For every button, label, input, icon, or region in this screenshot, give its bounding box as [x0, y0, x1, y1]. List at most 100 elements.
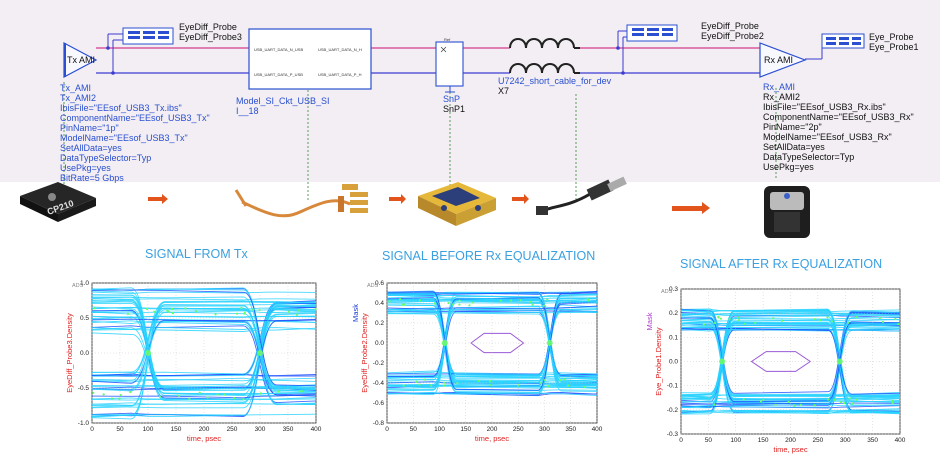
x-tick-label: 400 — [311, 426, 322, 433]
density-dot — [300, 390, 303, 393]
x-axis-label: time, psec — [773, 445, 807, 454]
tx-param: ComponentName="EEsof_USB3_Tx" — [60, 113, 210, 123]
x-tick-label: 200 — [487, 426, 498, 433]
density-dot — [509, 299, 513, 302]
density-dot — [897, 322, 900, 326]
rx-probe-name: EyeDiff_Probe — [701, 21, 759, 31]
chart-title: SIGNAL AFTER Rx EQUALIZATION — [680, 257, 882, 271]
density-dot — [119, 393, 122, 397]
eye-trace — [680, 324, 901, 327]
eye-trace — [91, 320, 317, 393]
eye-trace — [680, 399, 901, 403]
density-dot — [499, 299, 503, 302]
eye-trace — [386, 291, 598, 378]
eye-trace — [386, 291, 598, 391]
density-dot — [833, 398, 836, 401]
density-dot — [468, 304, 471, 307]
eye-probe-block[interactable] — [821, 33, 865, 49]
density-dot — [171, 307, 174, 311]
arrow-2 — [389, 194, 406, 204]
eye-trace — [680, 326, 901, 413]
density-dot — [145, 307, 149, 310]
cable-name: U7242_short_cable_for_dev — [498, 76, 612, 86]
rx-ami-buffer[interactable]: Rx AMI — [759, 42, 807, 78]
density-dot — [839, 400, 843, 404]
density-dot — [447, 301, 450, 305]
density-dot — [277, 390, 280, 393]
density-dot — [258, 308, 261, 312]
snp-block[interactable]: Ref — [435, 37, 464, 93]
eye-trace — [91, 290, 317, 401]
y-tick-label: -0.2 — [667, 407, 679, 414]
tx-param: BitRate=5 Gbps — [60, 173, 124, 183]
density-dot — [216, 393, 219, 396]
density-dot — [787, 400, 790, 403]
density-dot — [563, 378, 566, 381]
x-tick-label: 350 — [565, 426, 576, 433]
density-dot — [890, 399, 894, 403]
usb-cable-image — [536, 176, 627, 215]
density-dot — [851, 402, 854, 405]
density-dot — [567, 384, 570, 387]
ads-corner-label: ADS — [72, 283, 84, 289]
tx-param: UsePkg=yes — [60, 163, 111, 173]
density-dot — [878, 316, 881, 320]
density-dot — [894, 317, 897, 321]
eye-trace — [680, 326, 901, 406]
y-tick-label: -0.6 — [373, 400, 385, 407]
density-dot — [102, 393, 105, 396]
eye-trace — [386, 291, 598, 296]
rx-eyediff-probe[interactable] — [626, 24, 678, 42]
density-dot — [719, 317, 723, 320]
density-dot — [583, 385, 587, 389]
x-tick-label: 250 — [812, 437, 823, 444]
eye-mask — [470, 332, 525, 354]
y-tick-label: 0.2 — [375, 320, 384, 327]
rx-param: ModelName="EEsof_USB3_Rx" — [763, 132, 892, 142]
cable-inductor-top[interactable] — [509, 38, 580, 49]
density-dot — [236, 312, 239, 315]
leader-lines — [63, 82, 777, 200]
tx-ami-buffer[interactable]: Tx AMI — [63, 42, 98, 78]
density-dot — [827, 398, 830, 401]
density-dot — [477, 379, 481, 382]
density-dot — [456, 382, 459, 385]
density-dot — [167, 310, 171, 313]
model-instance: I__18 — [236, 106, 259, 116]
tx-probe-name: EyeDiff_Probe — [179, 22, 237, 32]
density-dot — [489, 380, 492, 383]
arrow-1 — [148, 194, 168, 204]
model-si-block[interactable]: USB_UART_DATA_N_USB USB_UART_DATA_N_H US… — [248, 28, 372, 90]
eye-trace — [91, 298, 317, 301]
density-dot — [110, 397, 114, 400]
density-dot — [780, 319, 784, 322]
density-dot — [314, 308, 317, 311]
density-dot — [717, 315, 720, 319]
tx-eyediff-probe[interactable] — [122, 27, 174, 45]
cable-inductor-bottom[interactable] — [509, 63, 580, 74]
density-dot — [184, 307, 187, 310]
usb-connector-image — [418, 182, 496, 226]
snp-name: SnP — [443, 94, 460, 104]
ads-corner-label: ADS — [661, 289, 673, 295]
density-dot — [799, 403, 803, 406]
x-tick-label: 200 — [199, 426, 210, 433]
x-tick-label: 400 — [592, 426, 603, 433]
x-tick-label: 0 — [90, 426, 94, 433]
chart-title: SIGNAL BEFORE Rx EQUALIZATION — [382, 249, 595, 263]
density-dot — [793, 404, 796, 407]
density-dot — [158, 395, 162, 398]
density-dot — [547, 385, 550, 388]
y-tick-label: -0.8 — [373, 420, 385, 427]
y-tick-label: -0.5 — [78, 385, 90, 392]
density-dot — [295, 313, 299, 316]
density-dot — [586, 298, 589, 301]
arrow-4 — [672, 202, 710, 214]
rx-param: ComponentName="EEsof_USB3_Rx" — [763, 112, 914, 122]
eye-trace — [386, 392, 598, 397]
snp-ref-label: Ref — [444, 37, 451, 42]
y-tick-label: 0.0 — [375, 340, 384, 347]
eye-trace — [91, 304, 317, 417]
